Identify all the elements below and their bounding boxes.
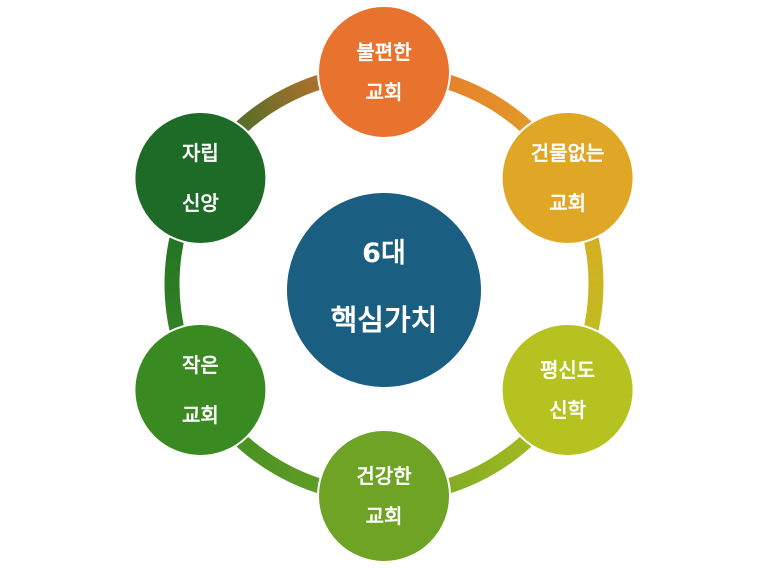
center-node: 6대 핵심가치 xyxy=(287,193,481,387)
node-label-line: 평신도 xyxy=(540,358,595,382)
center-label-line-1: 6대 xyxy=(362,238,406,269)
node-label-line: 교회 xyxy=(549,191,586,215)
node-label-line: 작은 xyxy=(182,353,219,377)
node-circle xyxy=(317,5,451,139)
node-circle xyxy=(317,429,451,563)
node-label-line: 교회 xyxy=(366,504,403,528)
center-circle xyxy=(287,193,481,387)
node-label-line: 신학 xyxy=(549,398,586,422)
center-label-line-2: 핵심가치 xyxy=(331,303,438,337)
node-circle xyxy=(133,323,268,457)
node-label-line: 교회 xyxy=(366,80,403,104)
node-label-line: 불편한 xyxy=(356,40,412,64)
node-label-line: 건강한 xyxy=(356,464,412,488)
node-label-line: 교회 xyxy=(182,403,219,427)
node-circle xyxy=(500,111,635,245)
node-circle xyxy=(500,323,635,457)
node-label-line: 자립 xyxy=(182,141,219,165)
node-label-line: 신앙 xyxy=(182,191,219,215)
node-label-line: 건물없는 xyxy=(531,141,605,165)
node-circle xyxy=(133,111,268,245)
